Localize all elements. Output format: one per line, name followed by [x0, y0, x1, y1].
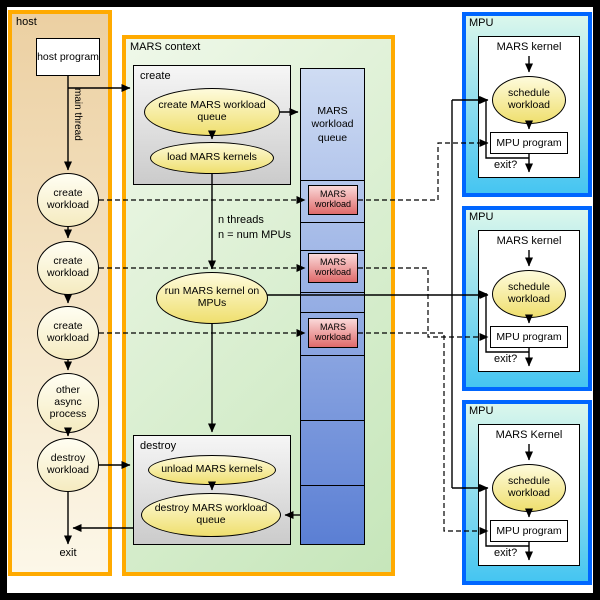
mars-context-label: MARS context [130, 41, 201, 53]
create-workload-step-1: create workload [37, 173, 99, 227]
mpu-program-box-3: MPU program [490, 520, 568, 542]
threads-note-line1: n threads [218, 214, 264, 226]
workload-queue-column [300, 68, 365, 545]
mars-workload-item-2: MARS workload [308, 253, 358, 283]
create-queue-ellipse: create MARS workload queue [144, 88, 280, 136]
host-program-box: host program [36, 38, 100, 76]
workload-queue-header: MARS workload queue [311, 105, 354, 144]
mpu-program-box-2: MPU program [490, 326, 568, 348]
load-kernels-ellipse: load MARS kernels [150, 142, 274, 174]
mpu-3-label: MPU [469, 405, 494, 417]
threads-note: n threads n = num MPUs [218, 213, 291, 243]
queue-cell-separator [301, 485, 364, 486]
queue-cell-separator [301, 420, 364, 421]
schedule-workload-ellipse-3: schedule workload [492, 464, 566, 512]
destroy-queue-ellipse: destroy MARS workload queue [141, 493, 281, 537]
run-kernel-ellipse: run MARS kernel on MPUs [156, 272, 268, 324]
mars-workload-item-3: MARS workload [308, 318, 358, 348]
queue-cell-separator [301, 292, 364, 293]
other-async-process-step: other async process [37, 373, 99, 433]
queue-cell-separator [301, 312, 364, 313]
mpu-1-label: MPU [469, 17, 494, 29]
unload-kernels-ellipse: unload MARS kernels [148, 455, 276, 485]
queue-cell-separator [301, 222, 364, 223]
threads-note-line2: n = num MPUs [218, 229, 292, 241]
mpu-exit-label-3: exit? [494, 547, 518, 559]
mpu-exit-label-1: exit? [494, 159, 518, 171]
host-exit-label: exit [59, 547, 77, 559]
host-panel-label: host [16, 16, 37, 28]
mars-kernel-label-1: MARS kernel [496, 41, 562, 53]
mars-kernel-label-2: MARS kernel [496, 235, 562, 247]
create-box-label: create [140, 70, 171, 82]
create-workload-step-2: create workload [37, 241, 99, 295]
destroy-workload-step: destroy workload [37, 438, 99, 492]
mars-kernel-label-3: MARS Kernel [495, 429, 563, 441]
mpu-exit-label-2: exit? [494, 353, 518, 365]
queue-cell-separator [301, 355, 364, 356]
mpu-program-box-1: MPU program [490, 132, 568, 154]
schedule-workload-ellipse-2: schedule workload [492, 270, 566, 318]
main-thread-label: main thread [72, 88, 83, 141]
destroy-box-label: destroy [140, 440, 177, 452]
queue-cell-separator [301, 250, 364, 251]
mpu-2-label: MPU [469, 211, 494, 223]
mars-workload-item-1: MARS workload [308, 185, 358, 215]
create-workload-step-3: create workload [37, 306, 99, 360]
queue-cell-separator [301, 180, 364, 181]
schedule-workload-ellipse-1: schedule workload [492, 76, 566, 124]
